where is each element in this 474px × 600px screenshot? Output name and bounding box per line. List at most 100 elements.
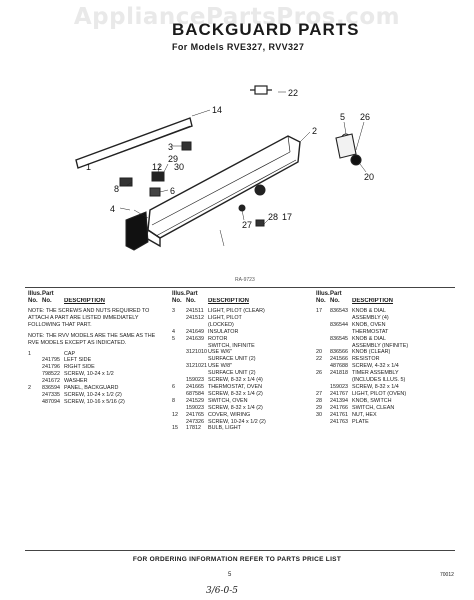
illus-number — [172, 315, 186, 322]
part-number — [186, 343, 208, 350]
part-description: THERMOSTAT — [352, 328, 389, 335]
table-row: THERMOSTAT — [316, 329, 448, 336]
callout-label: 26 — [360, 112, 370, 122]
part-number: 241766 — [330, 404, 348, 411]
page-number: 5 — [228, 572, 232, 578]
column-header: Illus. Part — [172, 291, 198, 297]
part-description: LIGHT, PILOT — [208, 314, 242, 321]
table-row: SWITCH, INFINITE — [172, 343, 304, 350]
callout-label: 29 — [168, 154, 178, 164]
callout-label: 28 — [268, 212, 278, 222]
part-number: 247335 — [42, 391, 60, 398]
table-row: 22 241566 RESISTOR — [316, 356, 448, 363]
part-description: COVER, WIRING — [208, 411, 251, 418]
page-subtitle: For Models RVE327, RVV327 — [172, 42, 305, 52]
illus-number — [28, 378, 42, 385]
part-number: 836566 — [330, 349, 348, 356]
part-number: 241566 — [330, 356, 348, 363]
part-number: 241665 — [186, 383, 204, 390]
part-description: KNOB, OVEN — [352, 321, 386, 328]
illus-number — [28, 399, 42, 406]
table-bottom-rule — [25, 550, 455, 551]
illus-number: 5 — [172, 335, 175, 342]
part-description: ROTOR — [208, 335, 228, 342]
callout-numbers: 22 14 1 2 5 26 12 29 30 8 6 3 4 20 28 17… — [86, 88, 374, 230]
part-description: SWITCH, CLEAN — [352, 404, 395, 411]
back-panel-part — [75, 117, 193, 169]
part-number: 241649 — [186, 328, 204, 335]
table-row: SURFACE UNIT (2) — [172, 356, 304, 363]
illus-number: 1 — [28, 350, 31, 357]
part-number — [330, 315, 352, 322]
part-description: RIGHT SIDE — [64, 364, 95, 371]
illus-number — [316, 363, 330, 370]
end-cap-part — [125, 211, 149, 251]
illus-number: 8 — [172, 397, 175, 404]
part-description: (INCLUDES ILLUS. 5) — [352, 377, 406, 384]
part-description: KNOB & DIAL — [352, 335, 386, 342]
part-description: RESISTOR — [352, 356, 380, 363]
part-description: PANEL, BACKGUARD — [64, 385, 119, 392]
part-description: ASSEMBLY (4) — [352, 314, 389, 321]
illus-number: 26 — [316, 370, 322, 377]
part-number: 241394 — [330, 397, 348, 404]
ordering-info-footer: FOR ORDERING INFORMATION REFER TO PARTS … — [132, 556, 342, 563]
illus-number — [316, 343, 330, 350]
illus-number — [172, 377, 186, 384]
part-description: (LOCKED) — [208, 321, 234, 328]
part-description: WASHER — [64, 378, 88, 385]
illus-number: 22 — [316, 356, 322, 363]
part-number: 241512 — [186, 314, 204, 321]
part-number: 836594 — [42, 385, 60, 392]
callout-label: 14 — [212, 105, 222, 115]
page-title: BACKGUARD PARTS — [172, 20, 360, 39]
illus-number: 2 — [28, 385, 31, 392]
part-number: 241763 — [330, 418, 348, 425]
part-description: SCREW, 8-32 x 1/4 (2) — [208, 404, 263, 411]
part-description: SURFACE UNIT (2) — [208, 356, 256, 363]
illus-number — [316, 329, 330, 336]
illus-number — [172, 322, 186, 329]
illus-number: 4 — [172, 328, 175, 335]
table-row: ASSEMBLY (INFINITE) — [316, 343, 448, 350]
table-row: (LOCKED) — [172, 322, 304, 329]
part-number: 3121021 — [186, 363, 207, 370]
part-description: ASSEMBLY (INFINITE) — [352, 342, 409, 349]
table-row: SURFACE UNIT (2) — [172, 370, 304, 377]
part-number: 798522 — [42, 371, 60, 378]
illus-number: 29 — [316, 404, 322, 411]
part-number: 241795 — [42, 357, 60, 364]
illus-number — [316, 419, 330, 426]
part-description: SCREW, 8-32 x 1/4 (4) — [208, 377, 263, 384]
part-number: 487688 — [330, 363, 348, 370]
part-description: SWITCH, OVEN — [208, 397, 248, 404]
part-description: SCREW, 10-24 x 1/2 — [64, 371, 114, 378]
part-description: TIMER ASSEMBLY — [352, 370, 399, 377]
callout-label: 20 — [364, 172, 374, 182]
part-description: KNOB & DIAL — [352, 308, 386, 314]
part-number: 241511 — [186, 308, 204, 314]
column-header: No. No. DESCRIPTION — [172, 298, 250, 304]
column-header: Illus. Part — [316, 291, 342, 297]
part-number: 159023 — [330, 383, 348, 390]
illus-number — [316, 315, 330, 322]
part-description: SCREW, 8-32 x 1/4 — [352, 383, 399, 390]
callout-label: 2 — [312, 126, 317, 136]
table-row: 241512 LIGHT, PILOT — [172, 315, 304, 322]
illus-number: 12 — [172, 411, 178, 418]
